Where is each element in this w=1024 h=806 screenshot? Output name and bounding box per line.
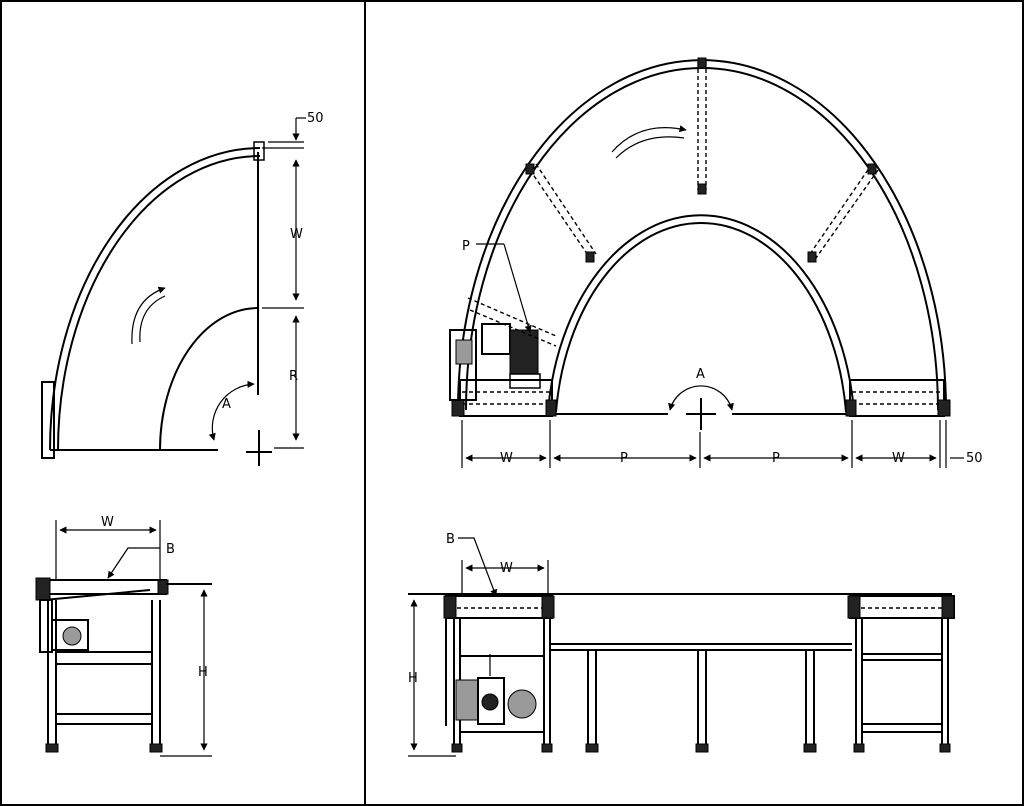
- label-w-left-plan: W: [290, 227, 303, 242]
- label-w-right-side: W: [500, 561, 513, 576]
- label-b-right-side: B: [446, 532, 455, 547]
- label-h-right-side: H: [408, 671, 418, 686]
- label-p-right-plan-right: P: [772, 451, 780, 466]
- left-side-view: [35, 520, 212, 757]
- left-plan-view: [41, 117, 306, 466]
- label-b-left-side: B: [166, 542, 175, 557]
- label-p-right-plan-left: P: [620, 451, 628, 466]
- label-w-right-plan-left: W: [500, 451, 513, 466]
- label-h-left-side: H: [198, 665, 208, 680]
- label-fifty-left: 50: [307, 111, 324, 126]
- label-p-callout: P: [462, 239, 470, 254]
- right-side-view: [408, 537, 955, 757]
- right-plan-view: [449, 57, 964, 468]
- label-a-left-plan: A: [222, 397, 231, 412]
- label-w-left-side: W: [101, 515, 114, 530]
- label-a-right-plan: A: [696, 367, 705, 382]
- label-fifty-right: 50: [966, 451, 983, 466]
- label-r-left-plan: R: [289, 369, 298, 384]
- label-w-right-plan-right: W: [892, 451, 905, 466]
